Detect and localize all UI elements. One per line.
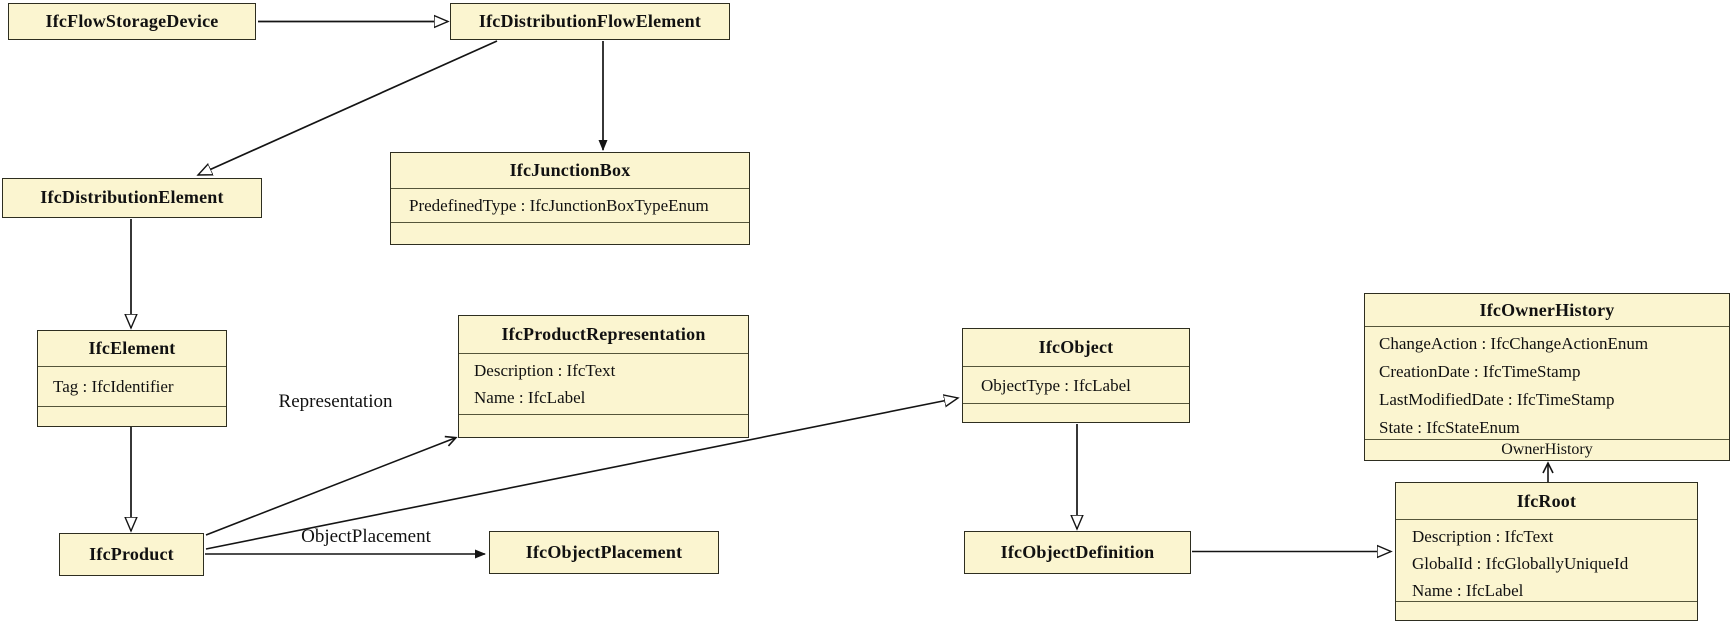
class-box-ifcroot[interactable]: IfcRoot Description : IfcText GlobalId :… [1395, 482, 1698, 621]
class-attribute: ObjectType : IfcLabel [981, 376, 1131, 395]
class-title: IfcObjectPlacement [525, 541, 683, 562]
class-attribute: Name : IfcLabel [1412, 581, 1524, 600]
class-title: IfcRoot [1516, 490, 1577, 511]
class-attribute: Description : IfcText [474, 361, 616, 380]
class-attribute: State : IfcStateEnum [1379, 418, 1520, 437]
class-box-ifcdistributionelement[interactable]: IfcDistributionElement [2, 178, 262, 218]
class-attributes: Tag : IfcIdentifier [38, 366, 226, 406]
class-attribute: GlobalId : IfcGloballyUniqueId [1412, 554, 1629, 573]
class-title: IfcProduct [89, 543, 174, 564]
class-empty-compartment [38, 406, 226, 425]
edge-inheritance-product-to-object [205, 398, 958, 550]
class-attributes: Description : IfcText Name : IfcLabel [459, 353, 748, 414]
class-box-ifcobjectdefinition[interactable]: IfcObjectDefinition [964, 531, 1191, 574]
edge-association-product-to-productrepresentation [205, 435, 458, 536]
class-title: IfcFlowStorageDevice [45, 10, 219, 31]
edge-label-objectplacement: ObjectPlacement [301, 526, 431, 547]
class-box-ifcelement[interactable]: IfcElement Tag : IfcIdentifier [37, 330, 227, 427]
class-empty-compartment [459, 414, 748, 436]
class-attribute: CreationDate : IfcTimeStamp [1379, 362, 1581, 381]
class-box-ifcownerhistory[interactable]: IfcOwnerHistory ChangeAction : IfcChange… [1364, 293, 1730, 461]
class-title: IfcObjectDefinition [1000, 541, 1155, 562]
class-title: IfcProductRepresentation [501, 324, 706, 344]
class-attribute: PredefinedType : IfcJunctionBoxTypeEnum [409, 196, 709, 215]
class-attribute: LastModifiedDate : IfcTimeStamp [1379, 390, 1615, 409]
class-attributes: Description : IfcText GlobalId : IfcGlob… [1396, 519, 1697, 601]
class-box-ifcproduct[interactable]: IfcProduct [59, 533, 204, 576]
class-attribute: Tag : IfcIdentifier [53, 377, 174, 396]
class-title: IfcOwnerHistory [1479, 299, 1615, 320]
class-empty-compartment [963, 403, 1189, 421]
class-footer-label: OwnerHistory [1365, 439, 1729, 459]
class-box-ifcjunctionbox[interactable]: IfcJunctionBox PredefinedType : IfcJunct… [390, 152, 750, 245]
class-title: IfcElement [88, 338, 176, 358]
class-attribute: Description : IfcText [1412, 527, 1554, 546]
class-title: IfcJunctionBox [509, 160, 631, 180]
edge-label-representation: Representation [278, 391, 393, 412]
class-empty-compartment [1396, 601, 1697, 619]
class-attributes: ChangeAction : IfcChangeActionEnum Creat… [1365, 326, 1729, 439]
class-box-ifcobjectplacement[interactable]: IfcObjectPlacement [489, 531, 719, 574]
class-title: IfcObject [1038, 337, 1114, 357]
edge-inheritance-distflowelement-to-distelement [198, 40, 498, 176]
class-box-ifcobject[interactable]: IfcObject ObjectType : IfcLabel [962, 328, 1190, 423]
class-box-ifcdistributionflowelement[interactable]: IfcDistributionFlowElement [450, 3, 730, 40]
class-attributes: ObjectType : IfcLabel [963, 366, 1189, 403]
class-attribute: Name : IfcLabel [474, 388, 586, 407]
class-attributes: PredefinedType : IfcJunctionBoxTypeEnum [391, 188, 749, 222]
class-box-ifcflowstoragedevice[interactable]: IfcFlowStorageDevice [8, 3, 256, 40]
class-title: IfcDistributionFlowElement [478, 10, 702, 31]
class-empty-compartment [391, 222, 749, 243]
class-title: IfcDistributionElement [40, 187, 224, 207]
class-attribute: ChangeAction : IfcChangeActionEnum [1379, 334, 1649, 353]
class-box-ifcproductrepresentation[interactable]: IfcProductRepresentation Description : I… [458, 315, 749, 438]
